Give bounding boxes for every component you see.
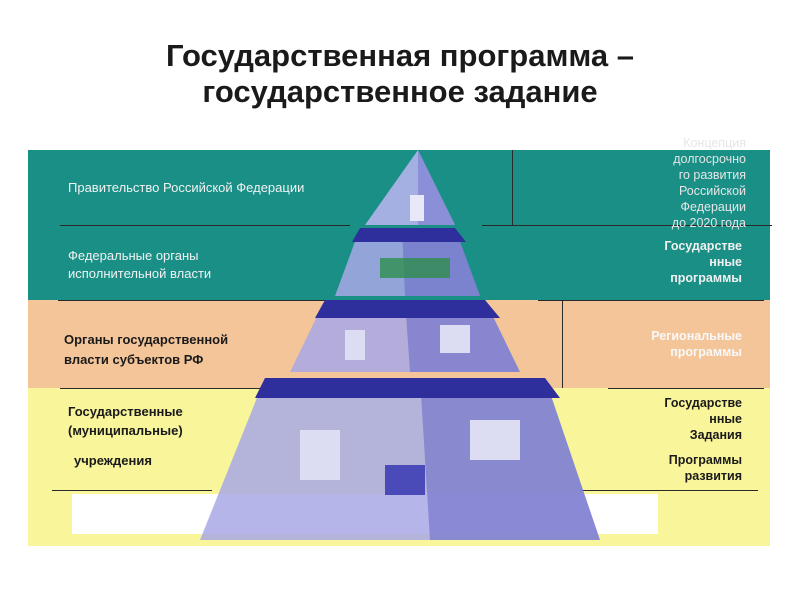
- figure-apex: [410, 195, 424, 221]
- label-institutions-2: (муниципальные): [68, 421, 183, 440]
- label-regional-programs: Региональные программы: [651, 328, 742, 360]
- label-regional-2: власти субъектов РФ: [64, 350, 203, 369]
- label-development-programs: Программы развития: [669, 452, 742, 484]
- label-government: Правительство Российской Федерации: [68, 178, 304, 197]
- figure-bottom-2: [470, 420, 520, 460]
- label-regional-1: Органы государственной: [64, 330, 228, 349]
- label-institutions-3: учреждения: [74, 451, 152, 470]
- figure-bottom-3: [385, 465, 425, 495]
- figure-middle-2: [440, 325, 470, 353]
- pyramid-floor-3: [255, 378, 560, 398]
- figure-upper-table: [380, 258, 450, 278]
- pyramid-floor-2: [315, 300, 500, 318]
- figure-bottom-1: [300, 430, 340, 480]
- label-concept: Концепция долгосрочно го развития Россий…: [672, 135, 746, 231]
- label-federal-1: Федеральные органы: [68, 246, 199, 265]
- figure-middle-1: [345, 330, 365, 360]
- label-state-tasks: Государстве нные Задания: [664, 395, 742, 443]
- pyramid-floor-1: [352, 228, 466, 242]
- label-institutions-1: Государственные: [68, 402, 183, 421]
- label-federal-2: исполнительной власти: [68, 264, 211, 283]
- label-state-programs: Государстве нные программы: [664, 238, 742, 286]
